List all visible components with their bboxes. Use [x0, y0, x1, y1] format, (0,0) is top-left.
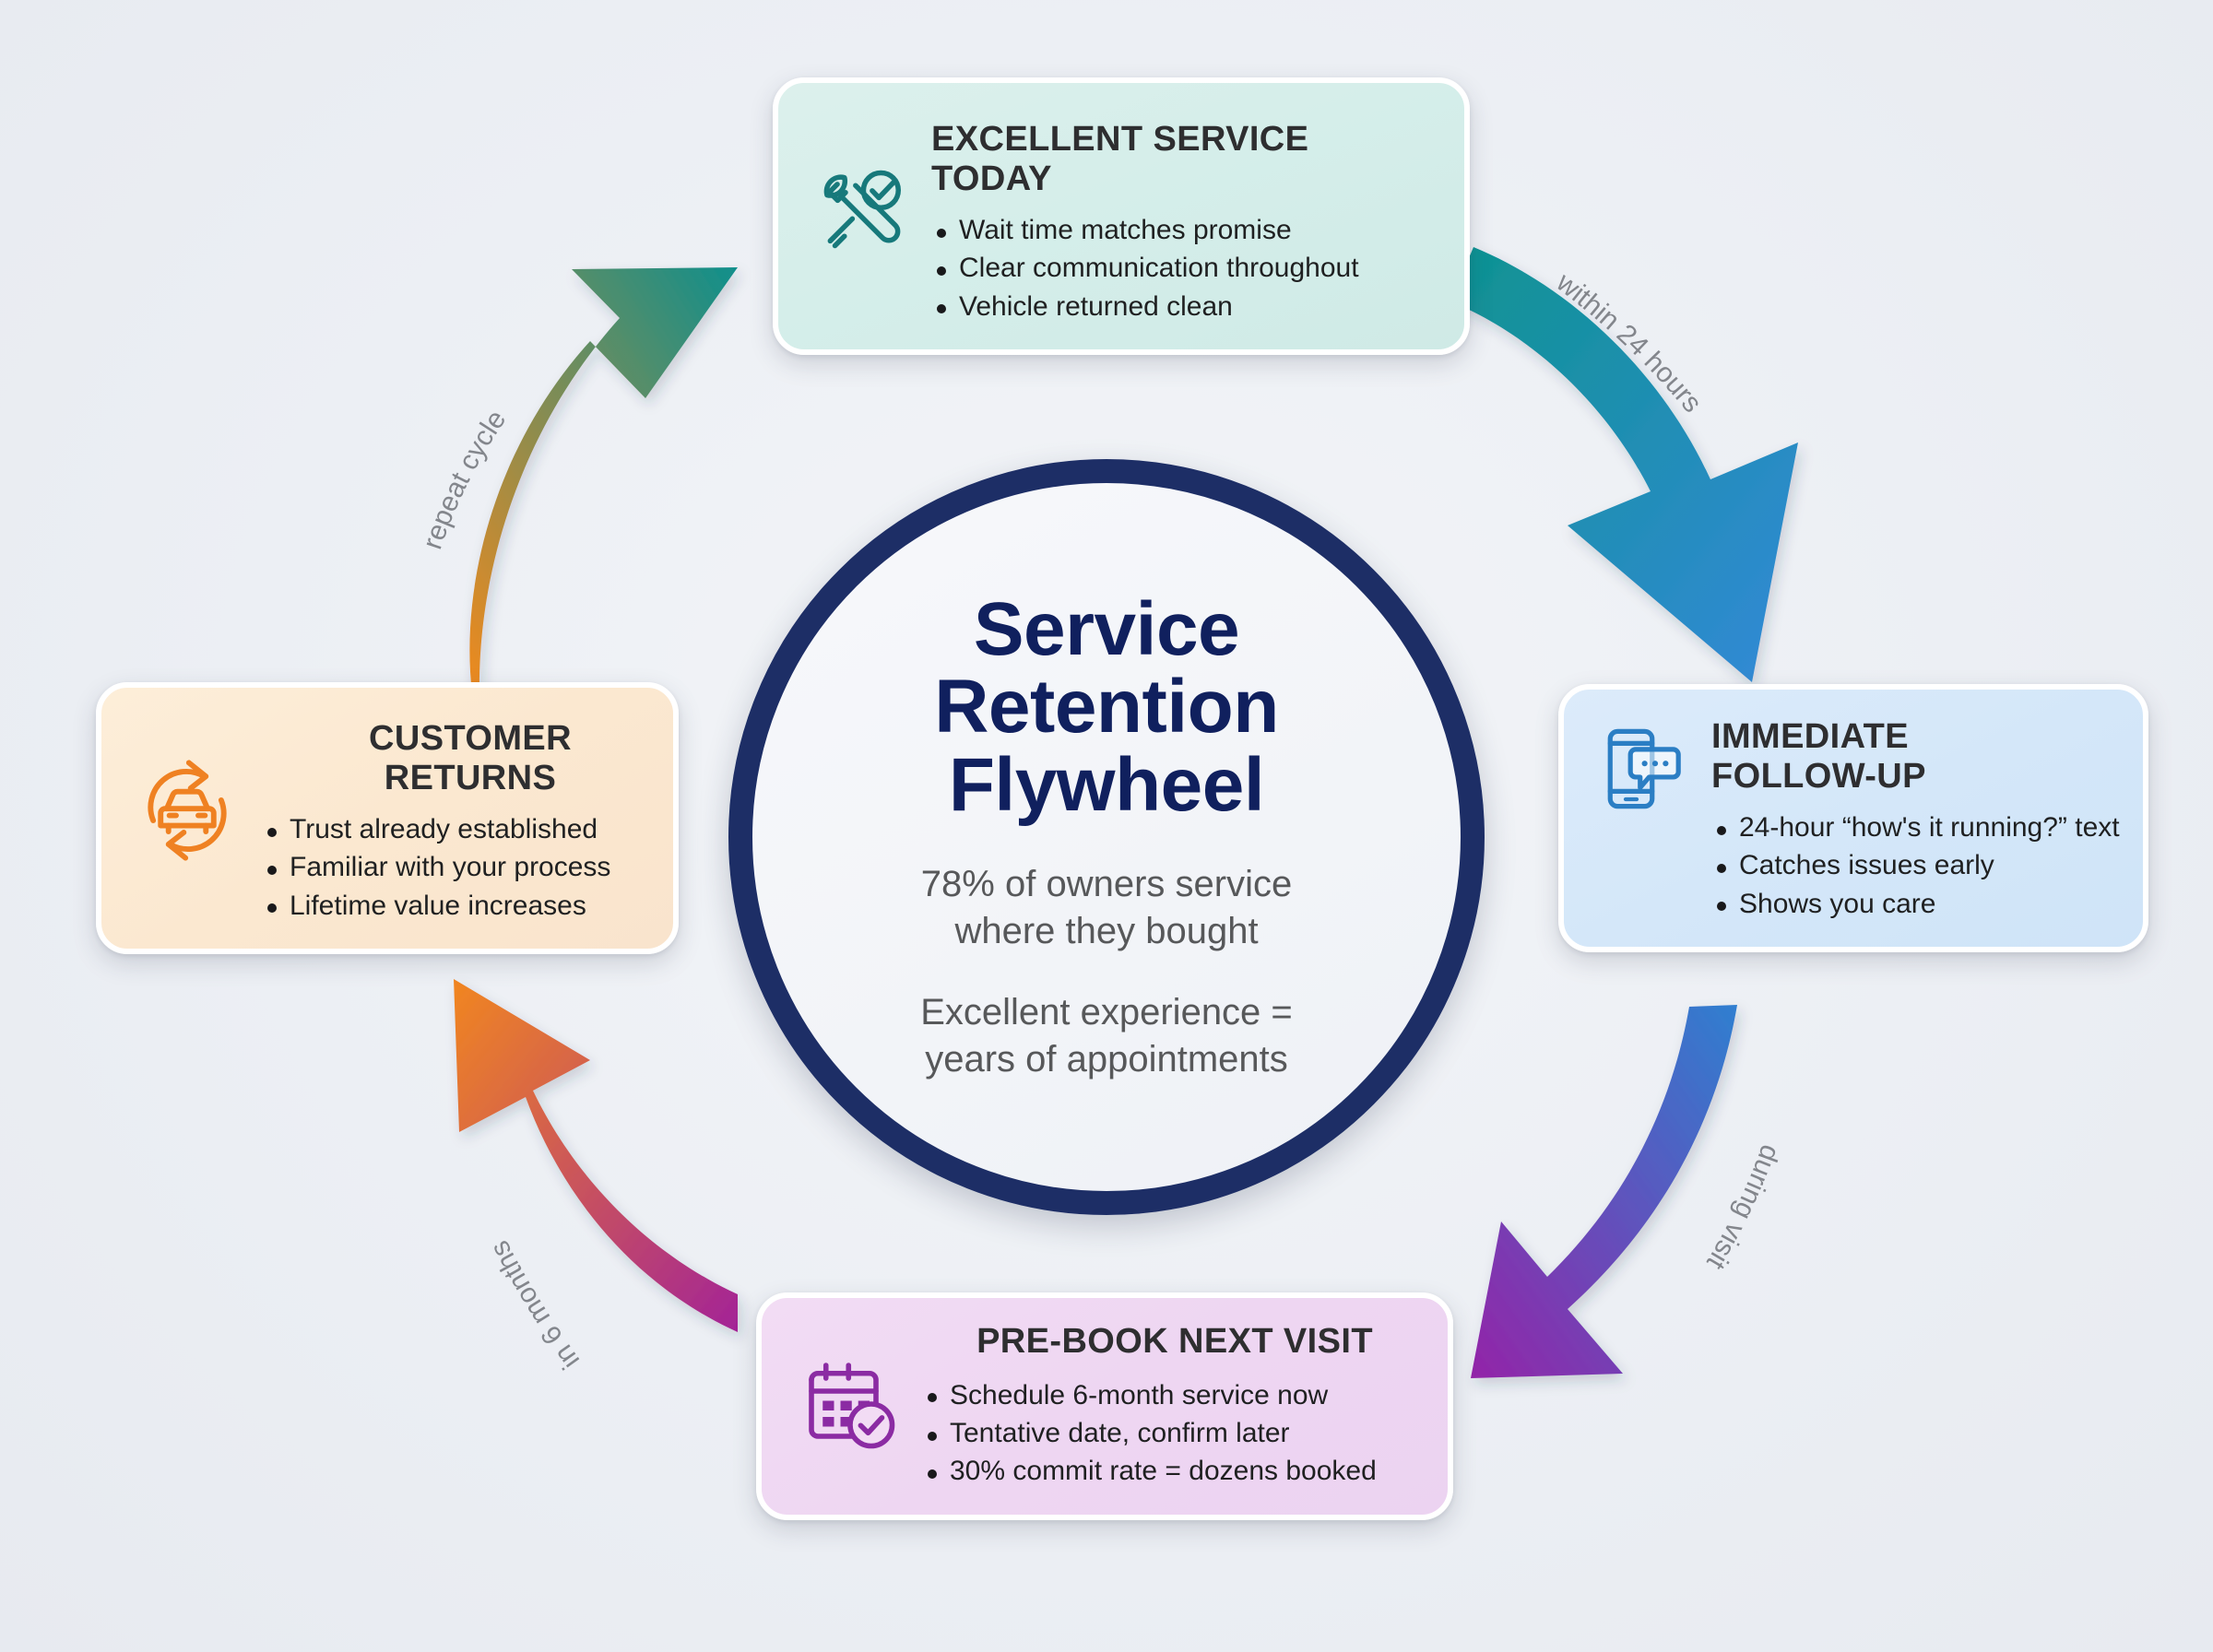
- calendar-check-icon: [799, 1352, 902, 1460]
- list-item: Lifetime value increases: [262, 887, 642, 925]
- stage-title-line-1: IMMEDIATE: [1711, 717, 1909, 756]
- hub-title-line-3: Flywheel: [948, 742, 1265, 827]
- connector-label-in-6-months: in 6 months: [484, 1235, 586, 1374]
- list-item: Trust already established: [262, 810, 642, 848]
- list-item: Shows you care: [1711, 885, 2112, 923]
- hub-note-line-1: Excellent experience =: [920, 991, 1293, 1032]
- hub-stat-line-1: 78% of owners service: [920, 864, 1293, 905]
- hub-note: Excellent experience = years of appointm…: [920, 989, 1293, 1083]
- list-item: 24-hour “how's it running?” text: [1711, 808, 2120, 846]
- stage-title-line-1: EXCELLENT SERVICE: [931, 120, 1309, 159]
- hub-stat-line-2: where they bought: [954, 911, 1259, 952]
- stage-title-line-1: PRE-BOOK NEXT VISIT: [976, 1322, 1373, 1361]
- hub-title: Service Retention Flywheel: [934, 586, 1279, 827]
- flywheel-hub: Service Retention Flywheel 78% of owners…: [728, 459, 1485, 1215]
- connector-prebook-to-returns: [454, 979, 738, 1332]
- stage-bullet-list: Wait time matches promise Clear communic…: [931, 211, 1433, 325]
- stage-title: CUSTOMER RETURNS: [262, 719, 642, 797]
- hub-title-line-1: Service: [973, 586, 1240, 671]
- stage-title-line-2: TODAY: [931, 159, 1052, 198]
- stage-bullet-list: Trust already established Familiar with …: [262, 810, 642, 925]
- stage-card-excellent-service-today[interactable]: EXCELLENT SERVICE TODAY Wait time matche…: [773, 77, 1470, 356]
- stage-title-line-1: CUSTOMER: [369, 719, 572, 758]
- connector-returns-to-service: [469, 267, 738, 693]
- hub-title-line-2: Retention: [934, 665, 1279, 749]
- list-item: 30% commit rate = dozens booked: [922, 1452, 1416, 1490]
- car-cycle-icon: [133, 756, 242, 869]
- stage-title-line-2: RETURNS: [384, 758, 557, 797]
- hub-stat: 78% of owners service where they bought: [921, 861, 1292, 955]
- stage-title-line-2: FOLLOW-UP: [1711, 756, 1926, 796]
- connector-service-to-followup: [1450, 247, 1798, 682]
- stage-card-body: IMMEDIATE FOLLOW-UP 24-hour “how's it ru…: [1711, 717, 2120, 923]
- list-item: Schedule 6-month service now: [922, 1376, 1416, 1414]
- list-item: Familiar with your process: [262, 848, 642, 886]
- list-item: Catches issues early: [1711, 846, 2112, 884]
- list-item: Tentative date, confirm later: [922, 1414, 1416, 1452]
- connector-label-during-visit: during visit: [1700, 1140, 1786, 1275]
- stage-title: PRE-BOOK NEXT VISIT: [922, 1322, 1416, 1362]
- stage-bullet-list: 24-hour “how's it running?” text Catches…: [1711, 808, 2120, 923]
- list-item: Vehicle returned clean: [931, 288, 1433, 325]
- stage-card-body: PRE-BOOK NEXT VISIT Schedule 6-month ser…: [922, 1322, 1416, 1491]
- hub-note-line-2: years of appointments: [925, 1038, 1288, 1080]
- list-item: Clear communication throughout: [931, 249, 1433, 287]
- stage-title: IMMEDIATE FOLLOW-UP: [1711, 717, 2112, 796]
- wrench-screwdriver-check-icon: [810, 159, 911, 265]
- stage-card-pre-book-next-visit[interactable]: PRE-BOOK NEXT VISIT Schedule 6-month ser…: [756, 1292, 1453, 1520]
- phone-message-icon: [1595, 721, 1691, 821]
- stage-bullet-list: Schedule 6-month service now Tentative d…: [922, 1376, 1416, 1491]
- connector-followup-to-prebook: [1471, 1005, 1737, 1378]
- list-item: Wait time matches promise: [931, 211, 1433, 249]
- stage-title: EXCELLENT SERVICE TODAY: [931, 120, 1433, 198]
- stage-card-body: CUSTOMER RETURNS Trust already establish…: [262, 719, 642, 925]
- stage-card-immediate-follow-up[interactable]: IMMEDIATE FOLLOW-UP 24-hour “how's it ru…: [1558, 684, 2148, 953]
- stage-card-customer-returns[interactable]: CUSTOMER RETURNS Trust already establish…: [96, 682, 679, 955]
- stage-card-body: EXCELLENT SERVICE TODAY Wait time matche…: [931, 116, 1433, 325]
